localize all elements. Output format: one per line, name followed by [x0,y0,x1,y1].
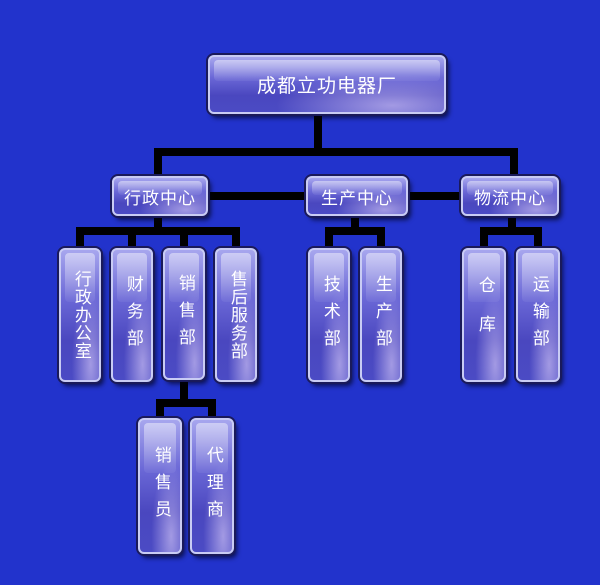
connector-production [325,212,385,252]
center-label: 生产中心 [321,188,393,209]
center-label: 行政中心 [124,188,196,209]
connector-sales [156,376,216,422]
dept-label: 运输部 [528,274,549,356]
connector-logistics [480,212,542,252]
sub-node-salesperson[interactable]: 销售员 [138,418,182,554]
dept-node-prod[interactable]: 生产部 [360,248,402,382]
dept-label: 财务部 [122,274,143,356]
center-node-logistics[interactable]: 物流中心 [461,176,559,216]
connector-admin [76,212,240,252]
dept-label: 生产部 [371,274,392,356]
dept-label: 仓库 [474,276,495,354]
dept-node-transport[interactable]: 运输部 [516,248,560,382]
center-node-production[interactable]: 生产中心 [306,176,408,216]
dept-label: 售后服务部 [226,270,247,360]
sub-node-agent[interactable]: 代理商 [190,418,234,554]
dept-node-warehouse[interactable]: 仓库 [462,248,506,382]
dept-label: 行政办公室 [70,270,91,360]
root-node[interactable]: 成都立功电器厂 [208,55,446,114]
dept-node-after-sales[interactable]: 售后服务部 [215,248,257,382]
dept-node-sales[interactable]: 销售部 [163,248,205,380]
dept-label: 技术部 [319,274,340,356]
sub-label: 销售员 [150,445,171,527]
center-node-admin[interactable]: 行政中心 [112,176,208,216]
sub-label: 代理商 [202,445,223,527]
dept-node-admin-office[interactable]: 行政办公室 [59,248,101,382]
dept-node-tech[interactable]: 技术部 [308,248,350,382]
connector-root [154,110,518,180]
dept-node-finance[interactable]: 财务部 [111,248,153,382]
root-label: 成都立功电器厂 [256,75,397,97]
center-label: 物流中心 [474,188,546,209]
dept-label: 销售部 [174,273,195,355]
